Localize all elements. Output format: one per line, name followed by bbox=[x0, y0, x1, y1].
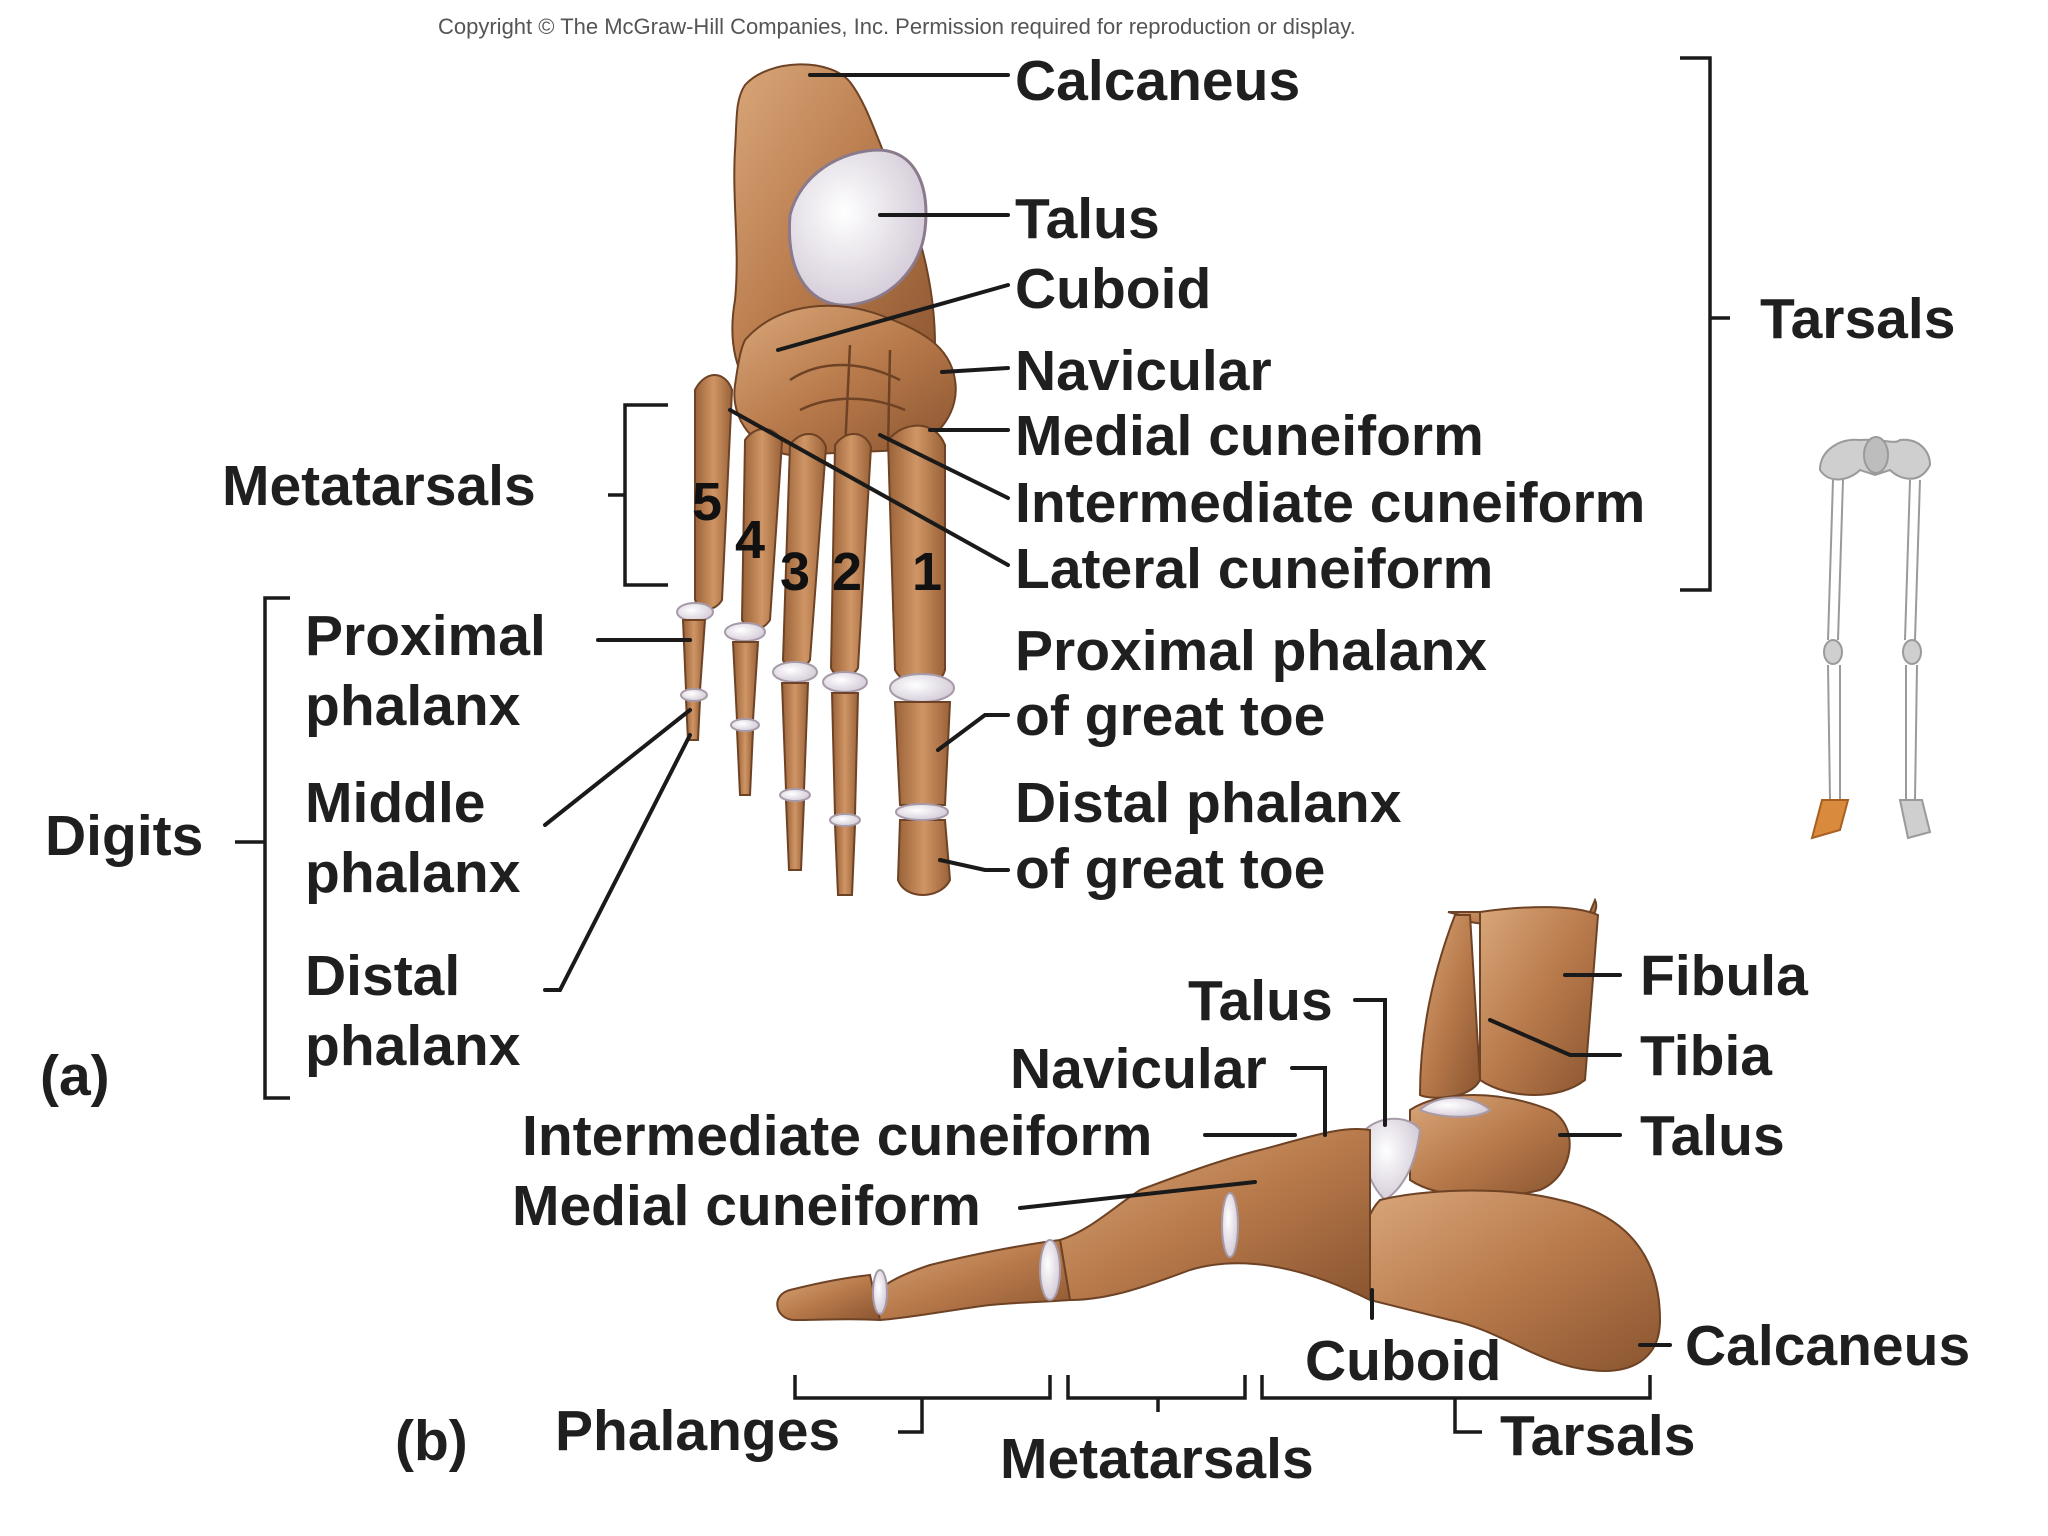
skeleton-thumbnail bbox=[1810, 436, 1932, 840]
phalanges-lateral bbox=[776, 1273, 882, 1322]
metatarsals-bracket bbox=[623, 403, 668, 587]
label-tibia-b: Tibia bbox=[1640, 1024, 1773, 1088]
copyright-notice: Copyright © The McGraw-Hill Companies, I… bbox=[438, 14, 1356, 39]
panel-label-a: (a) bbox=[40, 1044, 110, 1108]
metatarsal-number-3: 3 bbox=[780, 542, 810, 602]
label-navicular-b: Navicular bbox=[1010, 1037, 1267, 1101]
metatarsal-number-2: 2 bbox=[832, 542, 862, 602]
label-proximal-phalanx-line1: Proximal bbox=[305, 604, 546, 668]
label-distal-phalanx-line2: phalanx bbox=[305, 1014, 521, 1078]
label-middle-phalanx-line2: phalanx bbox=[305, 841, 521, 905]
midfoot-bones-lateral bbox=[1058, 1128, 1371, 1302]
label-intermediate-cuneiform-a: Intermediate cuneiform bbox=[1015, 471, 1645, 535]
foot-dorsal-illustration bbox=[676, 63, 957, 896]
phalanx-joints bbox=[680, 688, 949, 827]
label-distal-great-toe-line2: of great toe bbox=[1015, 837, 1325, 901]
label-digits: Digits bbox=[45, 804, 203, 868]
label-tarsals-b: Tarsals bbox=[1500, 1404, 1695, 1468]
label-cuboid-a: Cuboid bbox=[1015, 257, 1211, 321]
label-metatarsals-b: Metatarsals bbox=[1000, 1427, 1314, 1491]
tarsal-block bbox=[733, 304, 957, 457]
label-talus-b-top: Talus bbox=[1188, 969, 1333, 1033]
metatarsal-bones bbox=[694, 374, 946, 686]
label-distal-great-toe-line1: Distal phalanx bbox=[1015, 771, 1402, 835]
label-prox-great-toe-line1: Proximal phalanx bbox=[1015, 619, 1487, 683]
label-calcaneus-b: Calcaneus bbox=[1685, 1314, 1970, 1378]
panel-b-brackets bbox=[793, 1375, 1652, 1434]
foot-lateral-illustration bbox=[776, 897, 1662, 1372]
label-proximal-phalanx-line2: phalanx bbox=[305, 674, 521, 738]
navicular-cartilage-lateral bbox=[1362, 1117, 1422, 1202]
talus-bone bbox=[787, 148, 928, 307]
panel-b-leader-lines bbox=[1018, 973, 1672, 1347]
metatarsal-number-4: 4 bbox=[735, 510, 765, 570]
tibia-shaft bbox=[1418, 914, 1482, 1099]
label-middle-phalanx-line1: Middle bbox=[305, 771, 486, 835]
label-distal-phalanx-line1: Distal bbox=[305, 944, 460, 1008]
joint-cartilage bbox=[676, 602, 955, 703]
cuneiform-bones bbox=[789, 344, 906, 451]
label-talus-b-right: Talus bbox=[1640, 1104, 1785, 1168]
label-lateral-cuneiform-a: Lateral cuneiform bbox=[1015, 537, 1493, 601]
panel-a-leader-lines bbox=[543, 73, 1010, 992]
label-intermediate-cuneiform-b: Intermediate cuneiform bbox=[522, 1104, 1152, 1168]
label-navicular-a: Navicular bbox=[1015, 339, 1272, 403]
talus-cartilage-lateral bbox=[1418, 1096, 1492, 1118]
phalanx-bones bbox=[681, 619, 952, 896]
label-talus-a: Talus bbox=[1015, 187, 1160, 251]
label-metatarsals-a: Metatarsals bbox=[222, 454, 536, 518]
metatarsal-number-1: 1 bbox=[912, 542, 942, 602]
digits-bracket bbox=[263, 596, 290, 1100]
metatarsal-number-5: 5 bbox=[692, 472, 722, 532]
label-phalanges-b: Phalanges bbox=[555, 1399, 840, 1463]
panel-label-b: (b) bbox=[395, 1409, 468, 1473]
label-prox-great-toe-line2: of great toe bbox=[1015, 684, 1325, 748]
lateral-joints bbox=[872, 1192, 1239, 1315]
tarsals-bracket bbox=[1680, 56, 1712, 592]
label-calcaneus-a: Calcaneus bbox=[1015, 49, 1300, 113]
label-tarsals-a: Tarsals bbox=[1760, 287, 1955, 351]
label-cuboid-b: Cuboid bbox=[1305, 1329, 1501, 1393]
label-medial-cuneiform-b: Medial cuneiform bbox=[512, 1174, 981, 1238]
label-fibula-b: Fibula bbox=[1640, 944, 1809, 1008]
fibula-bone bbox=[1479, 906, 1600, 1096]
label-medial-cuneiform-a: Medial cuneiform bbox=[1015, 404, 1484, 468]
